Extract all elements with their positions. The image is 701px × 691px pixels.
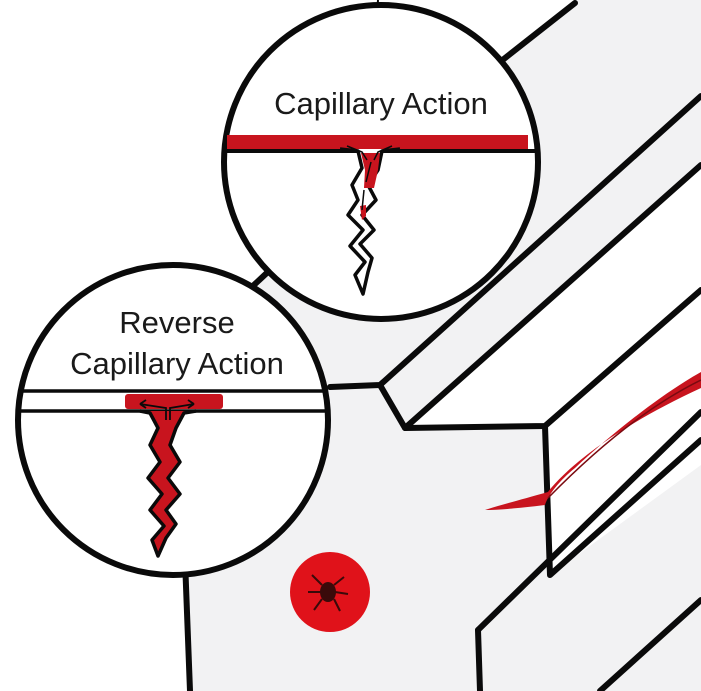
spider-icon [308, 574, 349, 612]
fluid-streaks [485, 372, 701, 510]
stair-riser [542, 423, 701, 578]
label-capillary-action: Capillary Action [274, 86, 488, 121]
fluid-in-crack-top [361, 153, 380, 188]
lens-capillary-action: Capillary Action [221, 0, 541, 322]
stair-bottom-edge [597, 597, 701, 691]
flow-arrows-top [346, 145, 393, 211]
crack-bottom [139, 409, 197, 558]
stair-left-post [182, 557, 193, 691]
blood-droplet [290, 552, 370, 632]
label-capillary-action-reverse: Capillary Action [70, 346, 284, 381]
lens-reverse-capillary-action: Reverse Capillary Action [15, 262, 331, 578]
fluid-streak-crack [485, 372, 701, 510]
flow-arrows-bottom [139, 399, 195, 420]
fluid-streak-highlight [547, 379, 701, 499]
label-reverse: Reverse [119, 305, 234, 340]
stair-lower-step [475, 409, 701, 633]
crack-top [339, 147, 401, 296]
surface-fluid-layer-top [227, 135, 528, 151]
stair-lower-riser [475, 627, 483, 691]
